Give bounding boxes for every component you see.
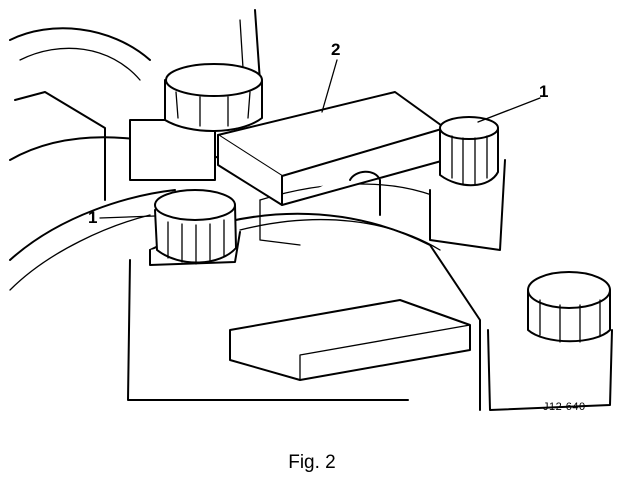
top-nut [129,63,263,181]
figure-caption: Fig. 2 [288,452,336,473]
lower-right-nut [487,271,613,411]
engine-camshaft-illustration [9,9,613,411]
bracket [217,91,446,246]
callout-label-1-left: 1 [88,208,98,227]
camshaft-cap [127,183,481,411]
callout-label-2: 2 [331,40,341,59]
reference-code: J12 640 [543,401,586,413]
engine-background-outlines [9,9,263,291]
left-nut [99,189,241,266]
callout-label-1-right: 1 [539,82,549,101]
right-nut [429,97,541,251]
callout-2-leader [321,59,338,113]
